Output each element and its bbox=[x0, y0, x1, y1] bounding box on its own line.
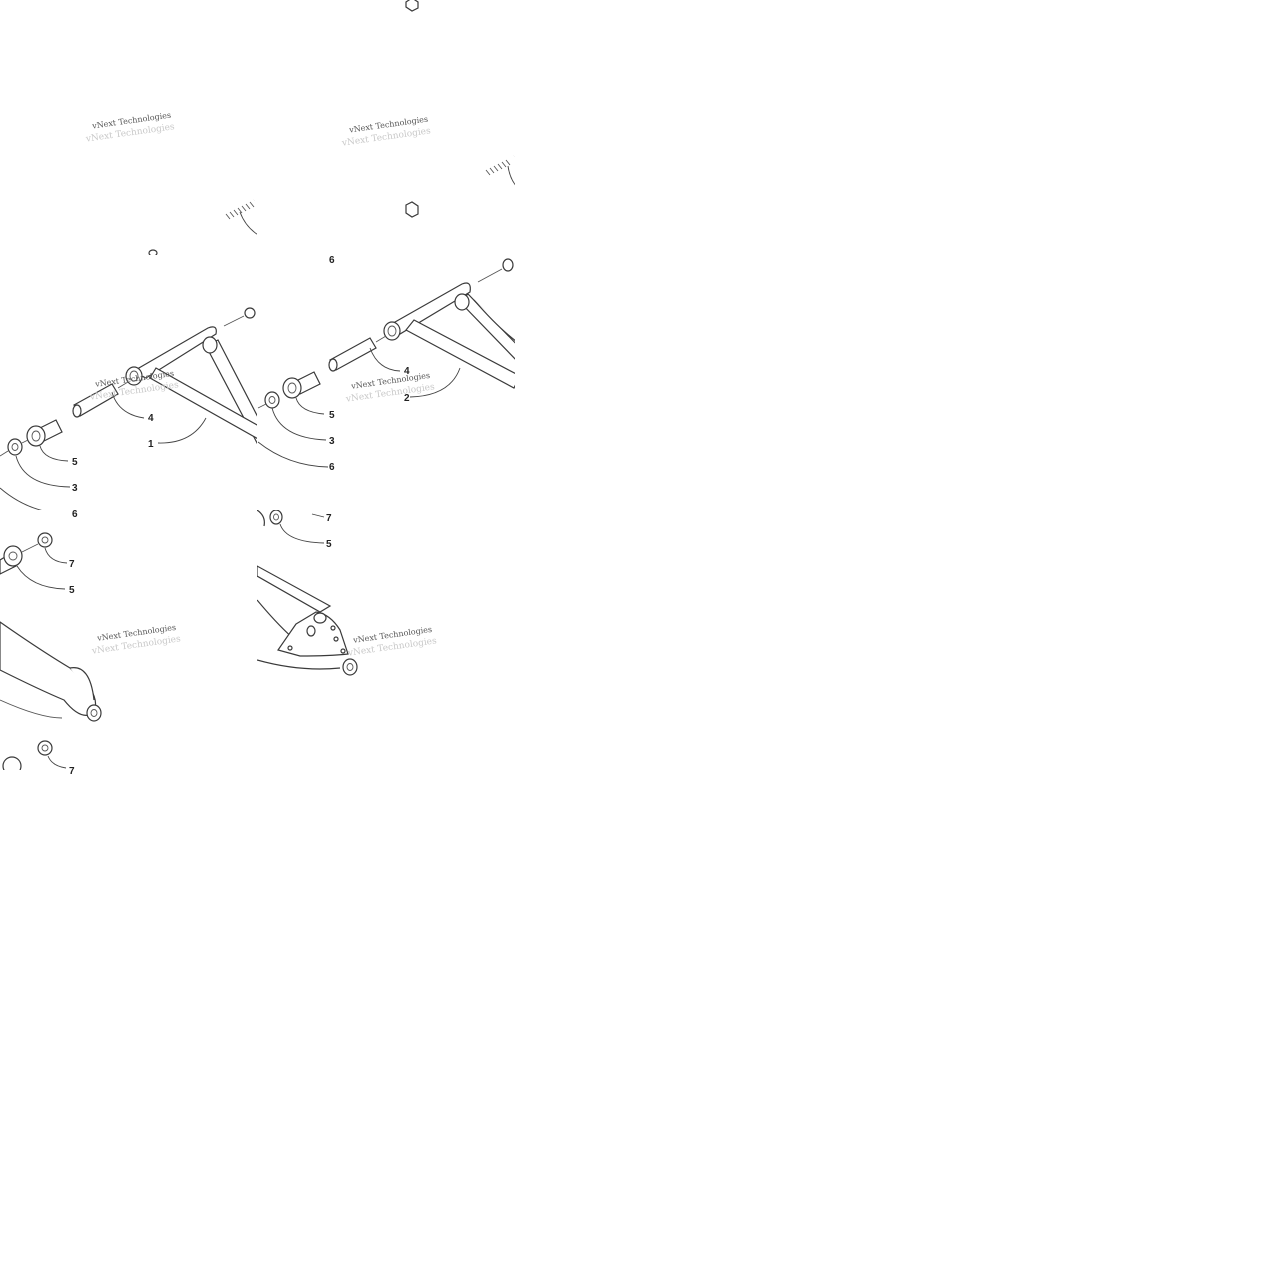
callouts-left: 1 4 5 3 6 7 5 7 bbox=[69, 413, 154, 777]
right-a-arm-assembly bbox=[257, 258, 515, 468]
callout-left-4: 4 bbox=[148, 413, 154, 424]
callout-left-3: 3 bbox=[72, 483, 78, 494]
left-lower-arm-assembly bbox=[0, 532, 102, 770]
callout-right-6: 6 bbox=[329, 255, 335, 266]
right-lower-arm-assembly bbox=[257, 510, 358, 676]
left-bolt-part bbox=[148, 198, 257, 255]
callout-left-5b: 5 bbox=[69, 585, 75, 596]
callout-left-7b: 7 bbox=[69, 766, 75, 777]
callout-right-6b: 6 bbox=[329, 462, 335, 473]
right-bolt-part bbox=[405, 0, 515, 218]
callout-right-3: 3 bbox=[329, 436, 335, 447]
callout-left-1: 1 bbox=[148, 439, 154, 450]
callouts-right: 6 4 2 5 3 6 7 5 bbox=[326, 255, 410, 550]
callout-right-5: 5 bbox=[329, 410, 335, 421]
left-a-arm-assembly bbox=[0, 307, 257, 510]
callout-right-4: 4 bbox=[404, 366, 410, 377]
callout-right-5b: 5 bbox=[326, 539, 332, 550]
callout-left-7: 7 bbox=[69, 559, 75, 570]
callout-left-6: 6 bbox=[72, 509, 78, 520]
callout-right-7: 7 bbox=[326, 513, 332, 524]
callout-left-5: 5 bbox=[72, 457, 78, 468]
callout-right-2: 2 bbox=[404, 393, 410, 404]
